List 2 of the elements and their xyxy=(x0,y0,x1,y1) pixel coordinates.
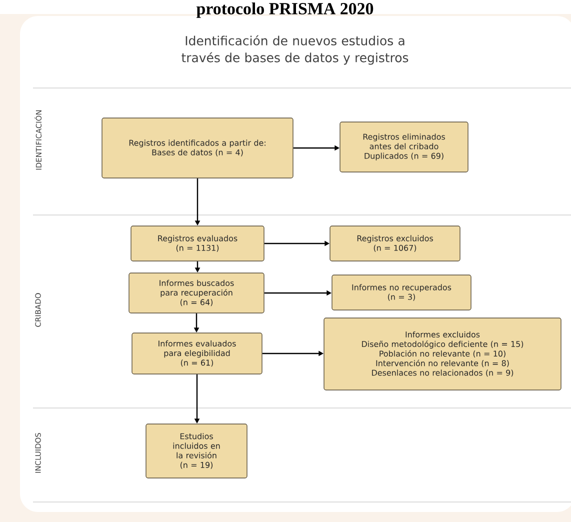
heading: protocolo PRISMA 2020 xyxy=(196,2,374,18)
title: Identificación de nuevos estudios a través de bases de datos y registros xyxy=(182,35,408,65)
